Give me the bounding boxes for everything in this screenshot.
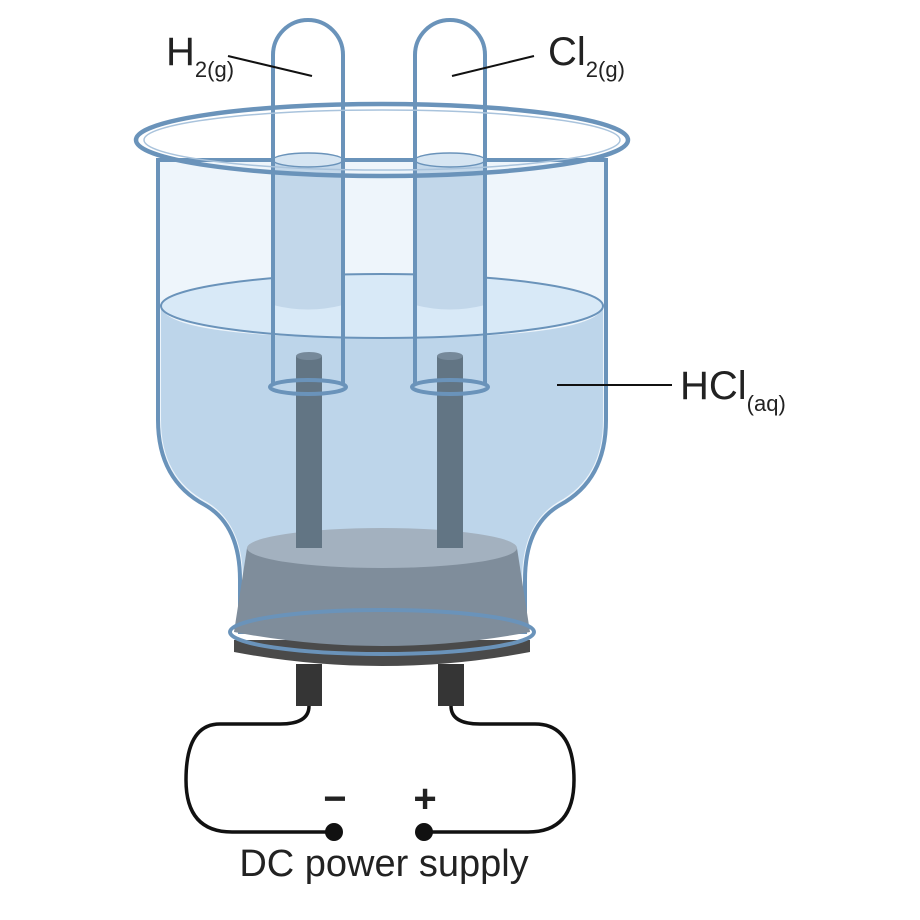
negative-contact-dot [325, 823, 343, 841]
negative-sign: − [323, 777, 346, 821]
chlorine-leader-line [451, 55, 535, 77]
positive-terminal [438, 664, 464, 706]
chlorine-label-main: Cl [548, 30, 586, 74]
positive-sign: + [413, 777, 436, 821]
anode-top [437, 352, 463, 360]
positive-contact-dot [415, 823, 433, 841]
hydrogen-leader-line [227, 55, 313, 77]
chlorine-label-sub: 2(g) [586, 57, 625, 82]
positive-wire [424, 705, 576, 834]
hcl-label-main: HCl [680, 364, 747, 408]
hydrogen-label-main: H [166, 30, 195, 74]
base-body [234, 548, 530, 646]
hcl-label-sub: (aq) [747, 391, 786, 416]
cathode-top [296, 352, 322, 360]
hcl-label: HCl(aq) [680, 364, 786, 416]
liquid-surface [160, 273, 604, 339]
negative-wire [184, 705, 334, 834]
dc-power-supply-label: DC power supply [239, 843, 528, 885]
hydrogen-label: H2(g) [166, 30, 234, 82]
beaker-bottom-rim [228, 608, 536, 656]
base-top [247, 528, 517, 568]
beaker-rim [133, 101, 631, 179]
beaker-rim-inner [143, 109, 621, 171]
anode-electrode [437, 356, 463, 548]
chlorine-label: Cl2(g) [548, 30, 625, 82]
chlorine-collection-tube [410, 18, 490, 396]
negative-terminal [296, 664, 322, 706]
hydrogen-label-sub: 2(g) [195, 57, 234, 82]
hydrogen-collection-tube [268, 18, 348, 396]
cathode-electrode [296, 356, 322, 548]
